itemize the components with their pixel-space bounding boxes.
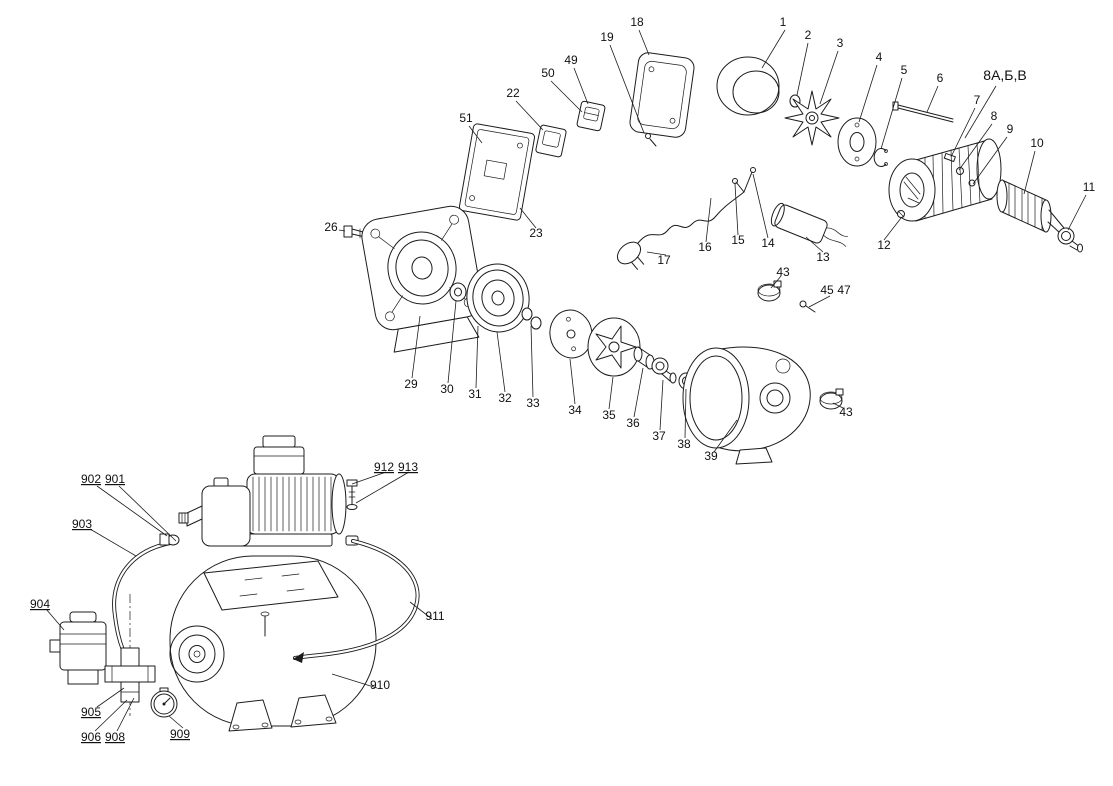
rotor-part bbox=[996, 179, 1065, 234]
callout-43-upper: 43 bbox=[776, 265, 790, 279]
callout-1: 1 bbox=[780, 15, 787, 29]
callout-5: 5 bbox=[901, 63, 908, 77]
callout-910: 910 bbox=[370, 678, 390, 692]
disc-part bbox=[549, 309, 593, 359]
outlet-hose-part bbox=[293, 539, 420, 663]
capacitor-part bbox=[770, 202, 849, 247]
callout-labels: 1 2 3 4 5 6 8А,Б,В 7 8 9 10 11 12 13 14 … bbox=[30, 15, 1096, 744]
callout-38: 38 bbox=[677, 437, 691, 451]
pump-housing-part bbox=[682, 346, 811, 465]
callout-905: 905 bbox=[81, 705, 101, 719]
callout-6: 6 bbox=[937, 71, 944, 85]
callout-49: 49 bbox=[564, 53, 578, 67]
callout-22: 22 bbox=[506, 86, 520, 100]
five-way-fitting-part bbox=[104, 647, 156, 703]
leader-lines bbox=[45, 29, 1087, 732]
callout-15: 15 bbox=[731, 233, 745, 247]
impeller-part bbox=[587, 317, 641, 377]
callout-30: 30 bbox=[440, 382, 454, 396]
lower-assembly-view bbox=[49, 435, 420, 732]
callout-908: 908 bbox=[105, 730, 125, 744]
bearing-part bbox=[1057, 227, 1083, 253]
callout-902: 902 bbox=[81, 472, 101, 486]
callout-36: 36 bbox=[626, 416, 640, 430]
callout-47: 47 bbox=[837, 283, 851, 297]
callout-17: 17 bbox=[657, 253, 671, 267]
ejector-part bbox=[651, 357, 677, 384]
washer-nut-part bbox=[521, 307, 542, 330]
pump-unit-part bbox=[178, 435, 359, 547]
stator-part bbox=[888, 138, 1002, 222]
callout-39: 39 bbox=[704, 449, 718, 463]
tie-rod-part bbox=[892, 101, 954, 123]
key-washer-parts bbox=[943, 152, 976, 187]
callout-913: 913 bbox=[398, 460, 418, 474]
stator-screw-part bbox=[897, 210, 905, 218]
callout-911: 911 bbox=[425, 609, 444, 623]
switch-part bbox=[576, 100, 606, 132]
callout-13: 13 bbox=[816, 250, 830, 264]
callout-909: 909 bbox=[170, 727, 190, 741]
callout-32: 32 bbox=[498, 391, 512, 405]
switch2-part bbox=[535, 124, 567, 158]
callout-37: 37 bbox=[652, 429, 666, 443]
bearing-shield-part bbox=[837, 117, 877, 167]
power-cable-part bbox=[616, 167, 756, 270]
clamp-screw-part bbox=[799, 300, 816, 313]
callout-906: 906 bbox=[81, 730, 101, 744]
callout-23: 23 bbox=[529, 226, 543, 240]
callout-11: 11 bbox=[1083, 180, 1096, 194]
callout-31: 31 bbox=[468, 387, 482, 401]
callout-51: 51 bbox=[459, 111, 473, 125]
pressure-switch-part bbox=[49, 611, 107, 685]
circlip-part bbox=[873, 148, 888, 167]
callout-50: 50 bbox=[541, 66, 555, 80]
callout-16: 16 bbox=[698, 240, 712, 254]
callout-904: 904 bbox=[30, 597, 50, 611]
callout-18: 18 bbox=[630, 15, 644, 29]
terminal-board-part bbox=[458, 123, 536, 221]
shaft-seal-part bbox=[449, 282, 467, 302]
fan-part bbox=[784, 90, 840, 146]
callout-19: 19 bbox=[600, 30, 614, 44]
callout-912: 912 bbox=[374, 460, 394, 474]
callout-3: 3 bbox=[837, 36, 844, 50]
callout-26: 26 bbox=[324, 220, 338, 234]
pressure-gauge-part bbox=[150, 687, 178, 718]
hose-clamp-upper-part bbox=[757, 280, 782, 302]
callout-43-lower: 43 bbox=[839, 405, 853, 419]
hose-clamp-lower-part bbox=[819, 388, 844, 410]
callout-variant: 8А,Б,В bbox=[983, 67, 1026, 83]
callout-29: 29 bbox=[404, 377, 418, 391]
callout-903: 903 bbox=[72, 517, 92, 531]
callout-7: 7 bbox=[974, 93, 981, 107]
callout-45: 45 bbox=[820, 283, 834, 297]
callout-901: 901 bbox=[105, 472, 125, 486]
callout-4: 4 bbox=[876, 50, 883, 64]
suction-hose-part bbox=[112, 533, 180, 662]
cover-screw-icon bbox=[645, 133, 657, 147]
motor-flange-part bbox=[361, 205, 483, 353]
diffuser-disc-part bbox=[466, 263, 530, 333]
callout-12: 12 bbox=[877, 238, 891, 252]
callout-9: 9 bbox=[1007, 122, 1014, 136]
callout-14: 14 bbox=[761, 236, 775, 250]
callout-8: 8 bbox=[991, 109, 998, 123]
callout-2: 2 bbox=[805, 28, 812, 42]
callout-34: 34 bbox=[568, 403, 582, 417]
hose-arrow-icon bbox=[293, 652, 304, 663]
mount-bolt-part bbox=[346, 479, 358, 510]
upper-exploded-view bbox=[343, 52, 1083, 465]
mounting-plate-part bbox=[203, 560, 339, 637]
terminal-cover-part bbox=[629, 52, 695, 138]
callout-35: 35 bbox=[602, 408, 616, 422]
callout-10: 10 bbox=[1030, 136, 1044, 150]
callout-33: 33 bbox=[526, 396, 540, 410]
tank-legs bbox=[228, 694, 337, 732]
sleeve-part bbox=[633, 346, 655, 370]
motor-cover-part bbox=[716, 56, 780, 116]
